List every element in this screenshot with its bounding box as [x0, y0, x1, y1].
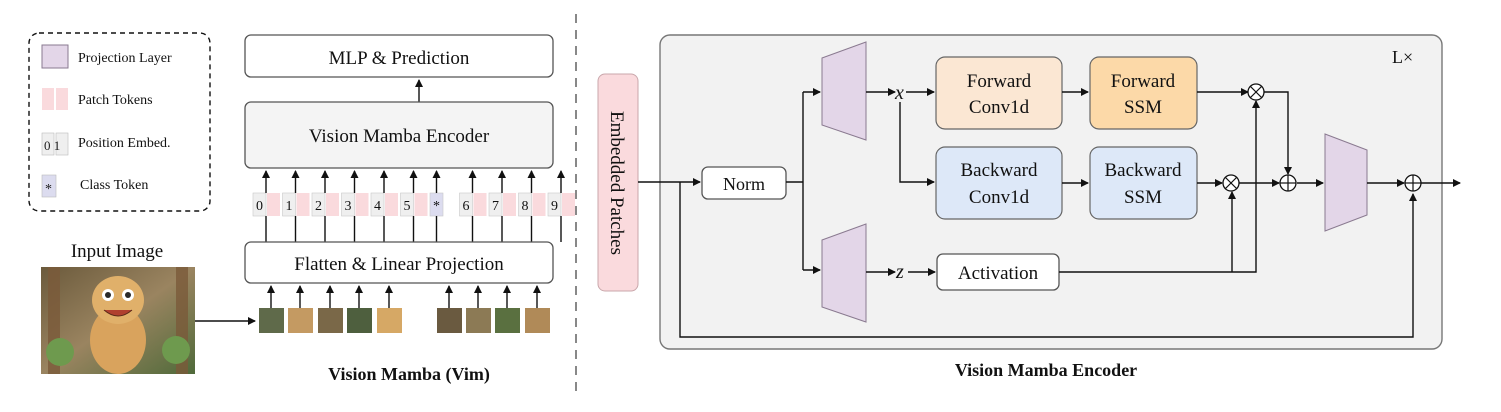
position-embed-token: [282, 192, 296, 217]
backward-multiply-op: [1222, 174, 1240, 192]
position-embed-token: [488, 192, 503, 217]
norm-label: Norm: [723, 174, 765, 194]
token-label: 5: [404, 199, 411, 214]
image-patch: [288, 308, 313, 333]
mlp-prediction-box: [244, 34, 554, 78]
token-label: 1: [286, 199, 293, 214]
encoder-caption: Vision Mamba Encoder: [955, 360, 1137, 380]
backward-conv1d-box: [935, 146, 1063, 220]
position-embed-token: [311, 192, 326, 217]
image-patch: [437, 308, 462, 333]
forward-conv1d-label-1: Forward: [967, 71, 1032, 92]
residual-add-op: [1404, 174, 1422, 192]
z-variable-label: z: [895, 261, 904, 283]
input-image: [41, 267, 195, 374]
patch-token: [503, 193, 516, 216]
image-patch: [347, 308, 372, 333]
token-label: *: [433, 199, 440, 214]
legend-projection-label: Projection Layer: [78, 51, 172, 66]
embedded-patches-label: Embedded Patches: [606, 111, 627, 255]
position-embed-token: [370, 192, 385, 217]
forward-conv1d-label-2: Conv1d: [969, 97, 1030, 118]
patch-token: [267, 193, 280, 216]
svg-text:*: *: [45, 182, 52, 197]
legend-patch-label: Patch Tokens: [78, 93, 153, 108]
backward-conv1d-label-1: Backward: [960, 160, 1038, 181]
token-label: 2: [315, 199, 322, 214]
token-sequence: 0 1 2 3 4 5 * 6 7 8 9: [252, 170, 575, 242]
patch-token: [532, 193, 546, 216]
repeat-label: L×: [1392, 47, 1413, 67]
forward-ssm-box: [1089, 56, 1198, 130]
forward-ssm-label-2: SSM: [1124, 97, 1162, 118]
token-label: 7: [492, 199, 499, 214]
vim-overview: MLP & Prediction Vision Mamba Encoder 0 1…: [41, 34, 575, 385]
legend-class-label: Class Token: [80, 178, 148, 193]
image-patch: [525, 308, 550, 333]
patch-token: [385, 193, 398, 216]
x-variable-label: x: [894, 82, 904, 104]
projection-layer-x: [821, 41, 867, 141]
mlp-prediction-label: MLP & Prediction: [329, 48, 470, 69]
backward-ssm-box: [1089, 146, 1198, 220]
patch-token: [473, 193, 487, 216]
position-embed-token: [459, 192, 473, 217]
vim-caption: Vision Mamba (Vim): [328, 364, 490, 385]
position-embed-token: [252, 192, 267, 217]
backward-ssm-label-1: Backward: [1104, 160, 1182, 181]
input-image-label: Input Image: [71, 241, 163, 262]
image-patches: [259, 285, 550, 333]
norm-box: [701, 166, 787, 200]
output-projection-layer: [1324, 133, 1368, 232]
vision-mamba-encoder-label: Vision Mamba Encoder: [309, 126, 490, 147]
forward-ssm-label-1: Forward: [1111, 71, 1176, 92]
flatten-projection-box: [244, 241, 554, 284]
position-embed-token: [547, 192, 562, 217]
image-patch: [318, 308, 343, 333]
image-patch: [466, 308, 491, 333]
token-label: 3: [345, 199, 352, 214]
patch-token: [414, 193, 428, 216]
forward-multiply-op: [1247, 83, 1265, 101]
projection-layer-swatch: [41, 44, 69, 69]
image-patch: [495, 308, 520, 333]
patch-token: [326, 193, 339, 216]
position-embed-token: [341, 192, 355, 217]
backward-ssm-label-2: SSM: [1124, 187, 1162, 208]
forward-conv1d-box: [935, 56, 1063, 130]
backward-conv1d-label-2: Conv1d: [969, 187, 1030, 208]
merge-add-op: [1279, 174, 1297, 192]
token-label: 9: [551, 199, 558, 214]
token-label: 6: [463, 199, 470, 214]
legend: Projection Layer Patch Tokens 0 1 Positi…: [28, 32, 211, 212]
activation-label: Activation: [958, 263, 1039, 284]
legend-position-label: Position Embed.: [78, 136, 171, 151]
token-label: 8: [522, 199, 529, 214]
patch-token: [296, 193, 310, 216]
flatten-projection-label: Flatten & Linear Projection: [294, 254, 504, 275]
token-label: 4: [374, 199, 381, 214]
position-embed-token: [400, 192, 414, 217]
image-patch: [377, 308, 402, 333]
token-label: 0: [256, 199, 263, 214]
projection-layer-z: [821, 223, 867, 323]
patch-token: [355, 193, 369, 216]
position-embed-swatch-text: 0 1: [44, 138, 60, 153]
class-token-swatch: [41, 174, 57, 198]
position-embed-token: [518, 192, 532, 217]
image-patch: [259, 308, 284, 333]
patch-token: [562, 193, 575, 216]
patch-token-swatch: [42, 88, 54, 110]
encoder-detail: Embedded Patches L× Norm x z Forward Con…: [597, 34, 1461, 380]
vision-mamba-encoder-box: [244, 101, 554, 169]
